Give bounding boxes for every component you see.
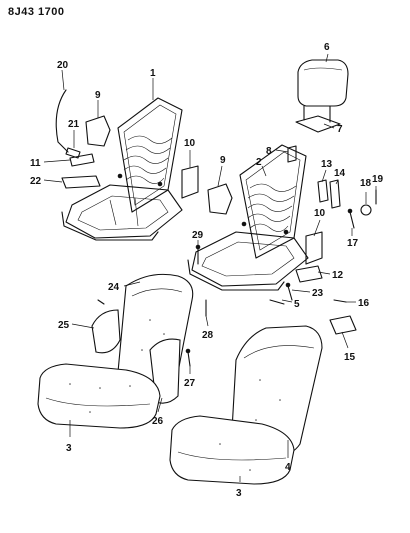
callout-9a: 9	[95, 90, 101, 101]
callout-18: 18	[360, 178, 372, 189]
callout-3a: 3	[66, 443, 72, 454]
screw-23	[287, 285, 293, 301]
callout-11: 11	[30, 158, 41, 169]
callout-19: 19	[372, 174, 384, 185]
callout-10b: 10	[314, 208, 326, 219]
callout-5: 5	[294, 299, 300, 310]
bolt-16	[333, 299, 347, 303]
callout-1: 1	[150, 68, 156, 79]
callout-25: 25	[58, 320, 70, 331]
callout-12: 12	[332, 270, 344, 281]
diagram-code: 8J43 1700	[8, 6, 65, 18]
headrest-guide-bracket	[295, 115, 341, 133]
guide-sleeve	[287, 145, 297, 163]
side-shield-right	[305, 231, 323, 265]
callout-26: 26	[152, 416, 164, 427]
bracket-11	[69, 153, 95, 167]
seat-assembly-right	[169, 325, 323, 485]
callout-23: 23	[312, 288, 324, 299]
callout-15: 15	[344, 352, 356, 363]
recliner-cover-left	[85, 115, 111, 147]
callout-6: 6	[324, 42, 330, 53]
callout-17: 17	[347, 238, 359, 249]
callout-27: 27	[184, 378, 196, 389]
callout-7: 7	[337, 124, 343, 135]
callout-22: 22	[30, 176, 42, 187]
callout-10a: 10	[184, 138, 196, 149]
callout-24: 24	[108, 282, 120, 293]
callout-3b: 3	[236, 488, 242, 499]
side-shield-left	[181, 165, 199, 199]
recliner-knob	[360, 204, 372, 216]
callout-28: 28	[202, 330, 214, 341]
cable-end-clip	[65, 147, 81, 159]
clip-5	[269, 299, 285, 305]
side-bolster	[91, 309, 121, 354]
seat-frame-right	[187, 144, 309, 291]
seat-cushion-left	[37, 363, 161, 429]
bracket-15	[329, 315, 357, 335]
callout-8: 8	[266, 146, 272, 157]
callout-labels: 1 2 3 3 4 5 6 7 8 9 9 10 10 11 12 13 14 …	[30, 42, 384, 499]
callout-2: 2	[256, 157, 262, 168]
leader-lines	[43, 53, 377, 482]
callout-16: 16	[358, 298, 370, 309]
seat-frame-left	[61, 97, 183, 241]
callout-21: 21	[68, 119, 80, 130]
screw-27	[187, 351, 191, 367]
bolt-17	[349, 211, 355, 229]
recliner-cover-right	[207, 183, 233, 215]
release-cable	[55, 89, 69, 153]
callout-20: 20	[57, 60, 69, 71]
callout-13: 13	[321, 159, 333, 170]
track-handle	[295, 265, 323, 283]
callout-4: 4	[285, 462, 291, 473]
track-bracket	[61, 175, 101, 189]
callout-14: 14	[334, 168, 346, 179]
callout-9b: 9	[220, 155, 226, 166]
headrest	[297, 59, 349, 107]
latch	[329, 179, 341, 209]
callout-29: 29	[192, 230, 204, 241]
latch-plate	[317, 179, 329, 203]
